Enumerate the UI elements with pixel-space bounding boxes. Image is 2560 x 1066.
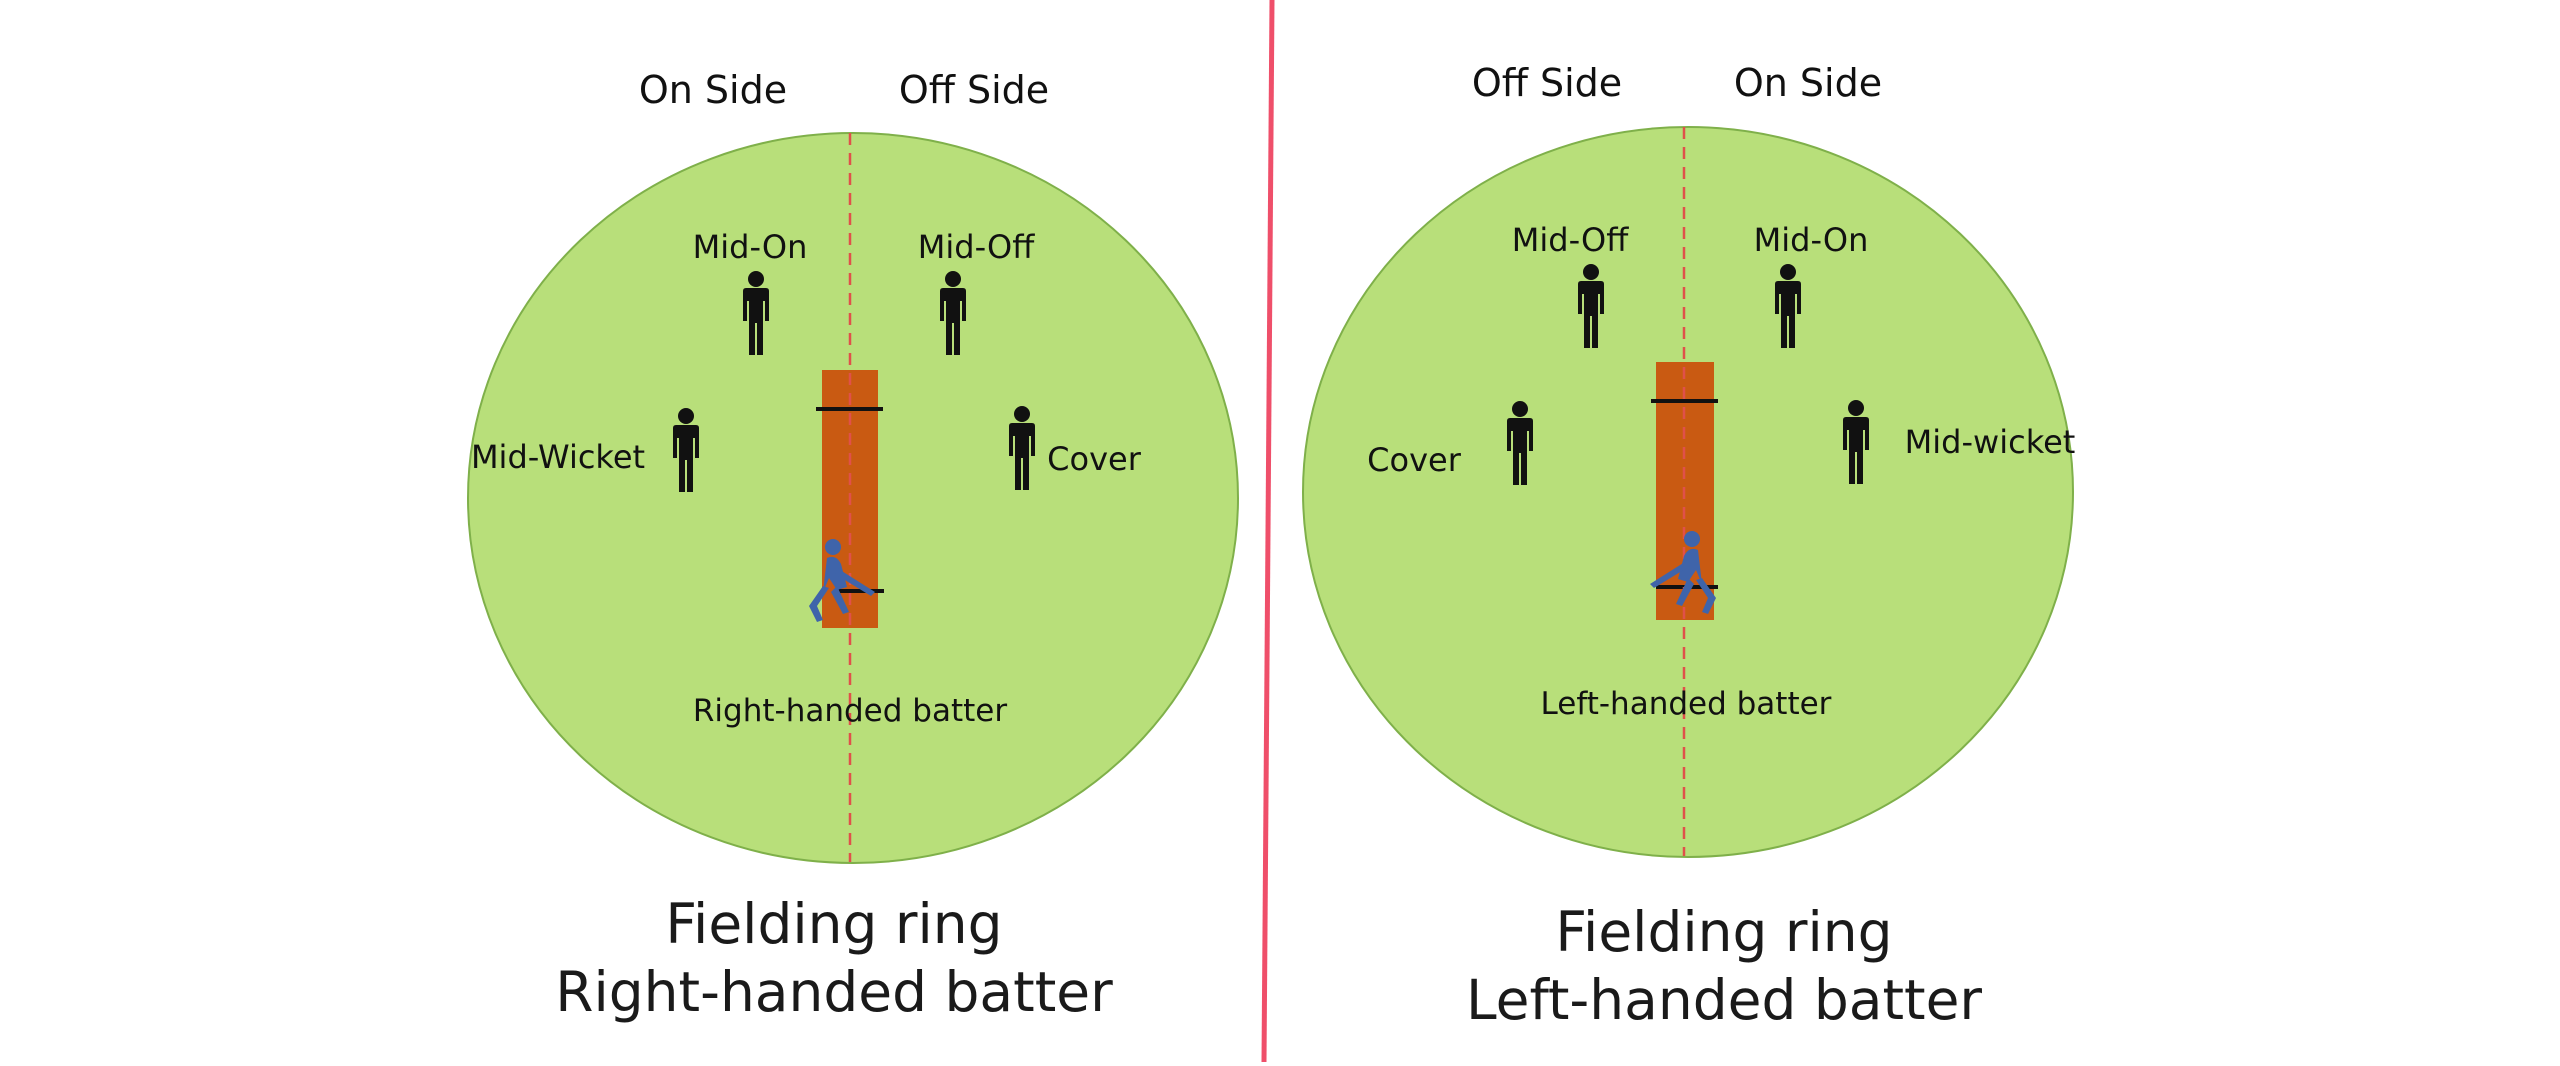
- side-label-left: Off Side: [1472, 61, 1622, 105]
- caption-line-1: Fielding ring: [665, 892, 1002, 956]
- side-label-left: On Side: [639, 68, 787, 112]
- side-label-right: On Side: [1734, 61, 1882, 105]
- fielder-label-mid-on: Mid-On: [693, 228, 808, 266]
- panel-divider: [1261, 0, 1275, 1063]
- caption-line-1: Fielding ring: [1555, 900, 1892, 964]
- fielder-label-mid-on: Mid-On: [1754, 221, 1869, 259]
- fielder-label-mid-off: Mid-Off: [918, 228, 1035, 266]
- fielder-label-mid-wicket: Mid-wicket: [1905, 423, 2076, 461]
- batter-label: Left-handed batter: [1541, 686, 1832, 722]
- caption-line-2: Left-handed batter: [1466, 968, 1982, 1032]
- fielder-label-cover: Cover: [1047, 440, 1142, 478]
- fielder-label-mid-off: Mid-Off: [1512, 221, 1629, 259]
- caption-line-2: Right-handed batter: [555, 960, 1113, 1024]
- diagram-left-handed: Off Side On Side Mid-Off Mid-On Cover Mi…: [1302, 61, 2076, 1032]
- diagram-right-handed: On Side Off Side Mid-On Mid-Off Mid-Wick…: [467, 68, 1239, 1024]
- side-label-right: Off Side: [899, 68, 1049, 112]
- fielder-label-cover: Cover: [1367, 441, 1462, 479]
- batter-label: Right-handed batter: [693, 693, 1007, 729]
- fielder-label-mid-wicket: Mid-Wicket: [471, 438, 645, 476]
